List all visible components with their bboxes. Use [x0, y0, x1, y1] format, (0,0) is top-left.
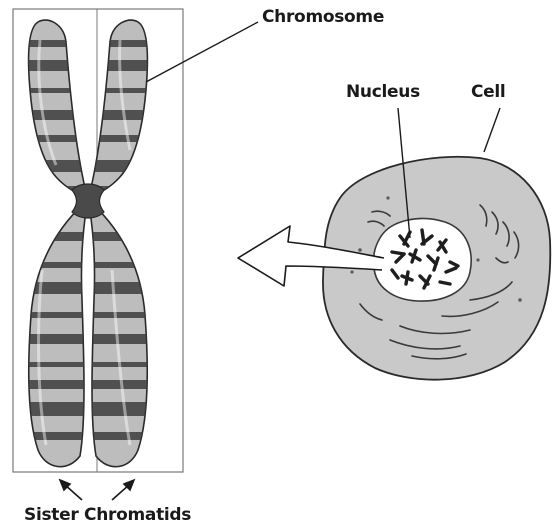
- centromere: [72, 184, 104, 218]
- left-chromatid: [20, 20, 100, 467]
- sister-chromatid-arrows: [60, 480, 134, 500]
- cell-label: Cell: [471, 82, 505, 102]
- right-chromatid: [80, 20, 160, 467]
- cell-leader-line: [484, 108, 500, 152]
- chromosome-label: Chromosome: [262, 7, 384, 27]
- chromosome-leader-line: [146, 22, 258, 82]
- nucleus-label: Nucleus: [346, 82, 420, 102]
- sister-chromatids-label: Sister Chromatids: [24, 505, 191, 525]
- nucleus: [374, 219, 471, 302]
